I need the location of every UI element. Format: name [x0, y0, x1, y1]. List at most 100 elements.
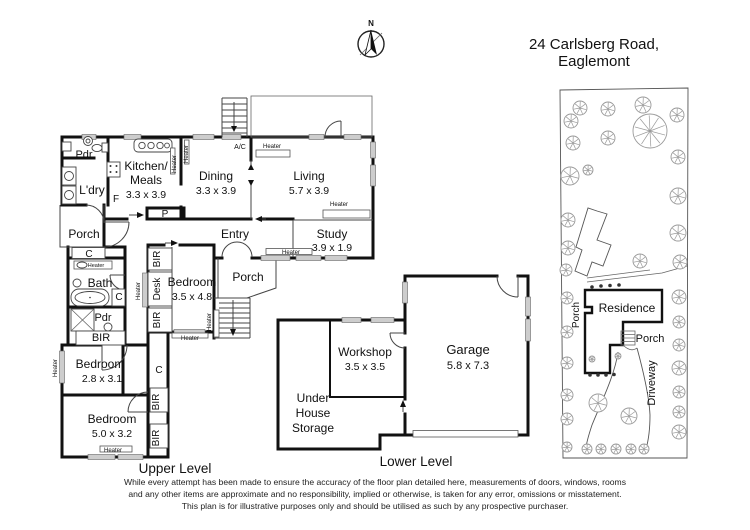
tree-icon	[610, 443, 622, 455]
dim-living-label: 5.7 x 3.9	[289, 185, 329, 197]
heater-closet-col-label: Heater	[136, 282, 142, 300]
tree-icon	[561, 441, 573, 453]
fixture-c1-label: C	[85, 249, 92, 260]
tree-icon	[560, 356, 574, 370]
fixture-bir-4-label: BIR	[151, 394, 162, 411]
fixture-c3-label: C	[155, 365, 162, 376]
linen-cupboard	[71, 247, 106, 259]
dim-kitchen-label: 3.3 x 3.9	[126, 189, 166, 201]
site-porch-left-label: Porch	[571, 302, 582, 328]
fixture-c2-label: C	[115, 292, 122, 303]
tree-icon	[565, 135, 581, 151]
dim-bedroom-28-label: 2.8 x 3.1	[82, 373, 122, 385]
tree-icon	[614, 352, 622, 360]
fixture-bir-5-label: BIR	[151, 430, 162, 447]
tree-icon	[560, 325, 574, 339]
stairs-mid	[214, 297, 251, 339]
tree-icon	[669, 187, 687, 205]
fixture-bir-1-label: BIR	[92, 332, 110, 344]
tree-icon	[600, 101, 616, 117]
disclaimer-line-1: While every attempt has been made to ens…	[123, 477, 627, 487]
dim-study-label: 3.9 x 1.9	[312, 242, 352, 254]
tree-icon	[670, 149, 686, 165]
dim-workshop-label: 3.5 x 3.5	[345, 361, 385, 373]
fixture-bir-2-label: BIR	[152, 251, 163, 268]
fixture-pantry-label: P	[162, 209, 169, 220]
room-workshop-label: Workshop	[338, 345, 392, 359]
tree-icon	[560, 166, 580, 186]
tree-icon	[588, 393, 608, 413]
heater-living-tl-label: Heater	[263, 144, 281, 150]
heater-box	[73, 260, 113, 270]
tree-icon	[559, 263, 573, 277]
site-residence-outline	[583, 288, 664, 375]
room-bath-label: Bath	[88, 276, 113, 290]
tree-icon	[634, 96, 652, 114]
tree-icon	[560, 212, 576, 228]
tree-icon	[581, 443, 593, 455]
bir-box	[75, 330, 126, 346]
pdr-basin-icon	[103, 322, 113, 332]
room-under-2-label: House	[296, 406, 331, 420]
driveway-edge-right	[636, 347, 651, 450]
fixtures	[61, 136, 371, 453]
tree-icon	[672, 405, 686, 419]
heater-kitchen-1-label: Heater	[172, 155, 178, 173]
disclaimer-line-2: and any other items are approximate and …	[128, 489, 622, 499]
tree-icon	[671, 424, 687, 440]
tree-icon	[560, 388, 574, 402]
tree-icon	[620, 407, 638, 425]
tree-icon	[560, 291, 574, 305]
tree-icon	[563, 113, 579, 129]
room-entry-label: Entry	[221, 227, 249, 241]
tree-icon	[669, 224, 687, 242]
lower-level-label: Lower Level	[379, 454, 453, 469]
heater-bed50-label: Heater	[104, 448, 122, 454]
heater-kitchen-2-label: Heater	[184, 145, 190, 163]
stairs-top	[221, 97, 248, 137]
dim-bedroom-mid-label: 3.5 x 4.8	[172, 291, 212, 303]
room-bedroom-50-label: Bedroom	[88, 412, 137, 426]
heater-c-closet-label: Heater	[88, 263, 105, 269]
fixture-desk-label: Desk	[152, 277, 163, 301]
tree-icon	[632, 253, 648, 269]
room-bedroom-mid-label: Bedroom	[168, 275, 217, 289]
north-compass-icon	[357, 29, 385, 58]
room-pdr-2-label: Pdr	[94, 312, 111, 324]
tree-icon	[632, 113, 668, 149]
disclaimer-text: While every attempt has been made to ens…	[0, 476, 750, 512]
tree-icon	[588, 355, 596, 363]
bath-basin-icon	[72, 278, 82, 288]
heater-stairs-label: Heater	[207, 313, 213, 331]
garage-door	[412, 430, 519, 438]
tree-icon	[560, 412, 574, 426]
toilet-icon	[91, 143, 103, 153]
fixture-ac-label: A/C	[234, 144, 246, 151]
posts	[588, 283, 621, 377]
site-porch-right-label: Porch	[636, 333, 665, 345]
trees	[559, 96, 688, 455]
tree-icon	[672, 385, 686, 399]
tree-icon	[600, 130, 616, 146]
tree-icon	[672, 315, 686, 329]
room-pdr-top-label: Pdr	[75, 149, 92, 161]
room-under-3-label: Storage	[292, 421, 334, 435]
room-dining-label: Dining	[199, 169, 233, 183]
tree-icon	[572, 100, 588, 116]
tree-icon	[671, 289, 687, 305]
tree-icon	[638, 443, 650, 455]
tree-icon	[672, 338, 686, 352]
dim-dining-label: 3.3 x 3.9	[196, 185, 236, 197]
site-plan	[559, 87, 689, 459]
tree-icon	[669, 107, 685, 123]
doors	[85, 120, 519, 413]
tree-icon	[672, 254, 688, 270]
heater-left-wall-label: Heater	[53, 359, 59, 377]
heater-study-label: Heater	[282, 250, 300, 256]
room-bedroom-28-label: Bedroom	[76, 357, 125, 371]
room-ldry-label: L'dry	[79, 183, 105, 197]
dim-bedroom-50-label: 5.0 x 3.2	[92, 428, 132, 440]
tree-icon	[582, 164, 594, 176]
